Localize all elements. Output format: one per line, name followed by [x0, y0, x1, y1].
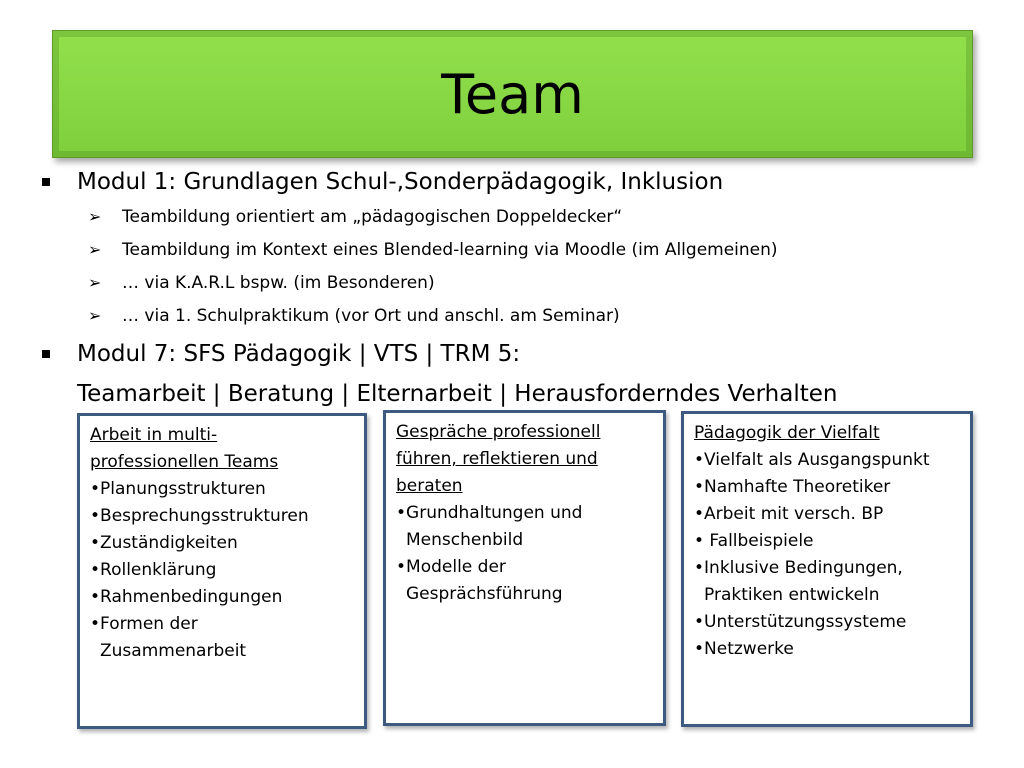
box-item: •Besprechungsstrukturen [90, 506, 309, 526]
box-item: •Formen der [90, 614, 198, 634]
box-diversity-pedagogy: Pädagogik der Vielfalt •Vielfalt als Aus… [681, 411, 973, 727]
slide-title: Team [441, 62, 584, 126]
box-heading: beraten [396, 476, 463, 496]
arrow-bullet-icon: ➢ [88, 207, 102, 226]
box-item: •Netzwerke [694, 639, 794, 659]
box-heading: Gespräche professionell [396, 422, 601, 442]
box-item: • Fallbeispiele [694, 531, 814, 551]
square-bullet-icon [42, 350, 50, 358]
box-item: •Namhafte Theoretiker [694, 477, 891, 497]
box-item: Praktiken entwickeln [704, 585, 880, 605]
box-multiprofessional-teams: Arbeit in multi- professionellen Teams •… [77, 413, 367, 729]
box-item: Menschenbild [406, 530, 524, 550]
box-item: •Rahmenbedingungen [90, 587, 283, 607]
box-item: •Planungsstrukturen [90, 479, 266, 499]
box-item: •Grundhaltungen und [396, 503, 583, 523]
module-1-label: Modul 1: Grundlagen Schul-,Sonderpädagog… [77, 169, 724, 195]
subitem-text: Teambildung im Kontext eines Blended-lea… [122, 240, 778, 260]
square-bullet-icon [42, 178, 50, 186]
arrow-bullet-icon: ➢ [88, 273, 102, 292]
box-item: •Vielfalt als Ausgangspunkt [694, 450, 930, 470]
box-item: Zusammenarbeit [100, 641, 247, 661]
subitem-text: Teambildung orientiert am „pädagogischen… [122, 207, 623, 227]
box-heading: führen, reflektieren und [396, 449, 598, 469]
box-heading: professionellen Teams [90, 452, 279, 472]
arrow-bullet-icon: ➢ [88, 240, 102, 259]
box-professional-conversations: Gespräche professionell führen, reflekti… [383, 410, 666, 726]
box-heading: Arbeit in multi- [90, 425, 218, 445]
box-item: •Inklusive Bedingungen, [694, 558, 903, 578]
box-heading: Pädagogik der Vielfalt [694, 423, 880, 443]
box-item: •Modelle der [396, 557, 506, 577]
module-7-label: Modul 7: SFS Pädagogik | VTS | TRM 5: [77, 341, 521, 367]
box-item: •Zuständigkeiten [90, 533, 238, 553]
subitem-text: … via 1. Schulpraktikum (vor Ort und ans… [122, 306, 620, 326]
box-item: Gesprächsführung [406, 584, 563, 604]
arrow-bullet-icon: ➢ [88, 306, 102, 325]
box-item: •Rollenklärung [90, 560, 217, 580]
module-7-continuation: Teamarbeit | Beratung | Elternarbeit | H… [77, 381, 838, 407]
box-item: •Arbeit mit versch. BP [694, 504, 884, 524]
title-banner: Team [52, 30, 973, 158]
subitem-text: … via K.A.R.L bspw. (im Besonderen) [122, 273, 435, 293]
box-item: •Unterstützungssysteme [694, 612, 907, 632]
